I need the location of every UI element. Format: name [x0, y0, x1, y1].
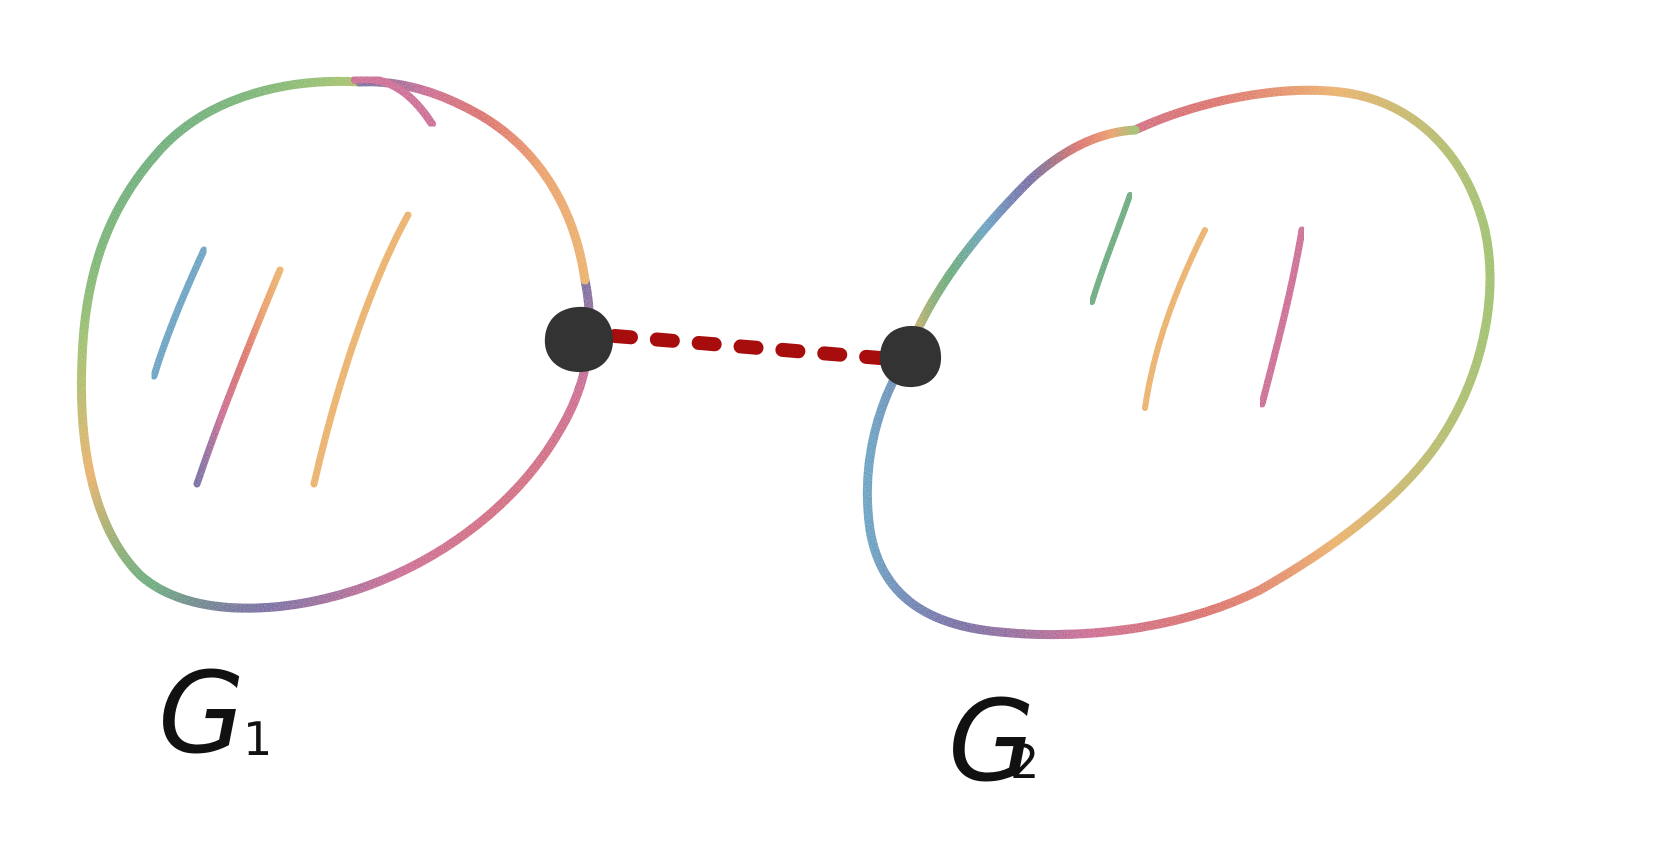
label-g2-subscript: 2: [1010, 735, 1039, 789]
graph-g1-outline: [76, 77, 595, 613]
graph-g2-hatch-1: [1089, 192, 1133, 305]
label-g2-letter: G: [948, 677, 1035, 807]
label-g2: G 2: [948, 677, 1039, 807]
graph-g2: [862, 85, 1495, 640]
graph-g1-outline-overlap: [351, 75, 436, 128]
graph-g1-outline-top: [355, 77, 590, 285]
graph-g1: [76, 75, 595, 613]
vertex-g1: [544, 306, 614, 373]
vertex-g1-dot: [544, 306, 614, 373]
graph-g1-hatch-3: [310, 211, 412, 488]
label-g1-letter: G: [158, 649, 245, 779]
bridge-edge: [608, 329, 887, 365]
label-g1: G 1: [158, 649, 272, 779]
graph-g2-outline: [862, 85, 1495, 640]
vertex-g2: [879, 325, 942, 388]
graph-g1-hatch-1: [150, 246, 208, 380]
graph-g1-hatch-2: [193, 266, 284, 488]
vertex-g2-dot: [879, 325, 942, 388]
bridge-dashed-line: [608, 329, 887, 365]
graph-g2-hatch-3: [1258, 226, 1306, 408]
graph-g2-hatch-2: [1142, 227, 1208, 411]
graph-g2-outline-left: [900, 125, 1140, 365]
label-g1-subscript: 1: [243, 712, 272, 766]
